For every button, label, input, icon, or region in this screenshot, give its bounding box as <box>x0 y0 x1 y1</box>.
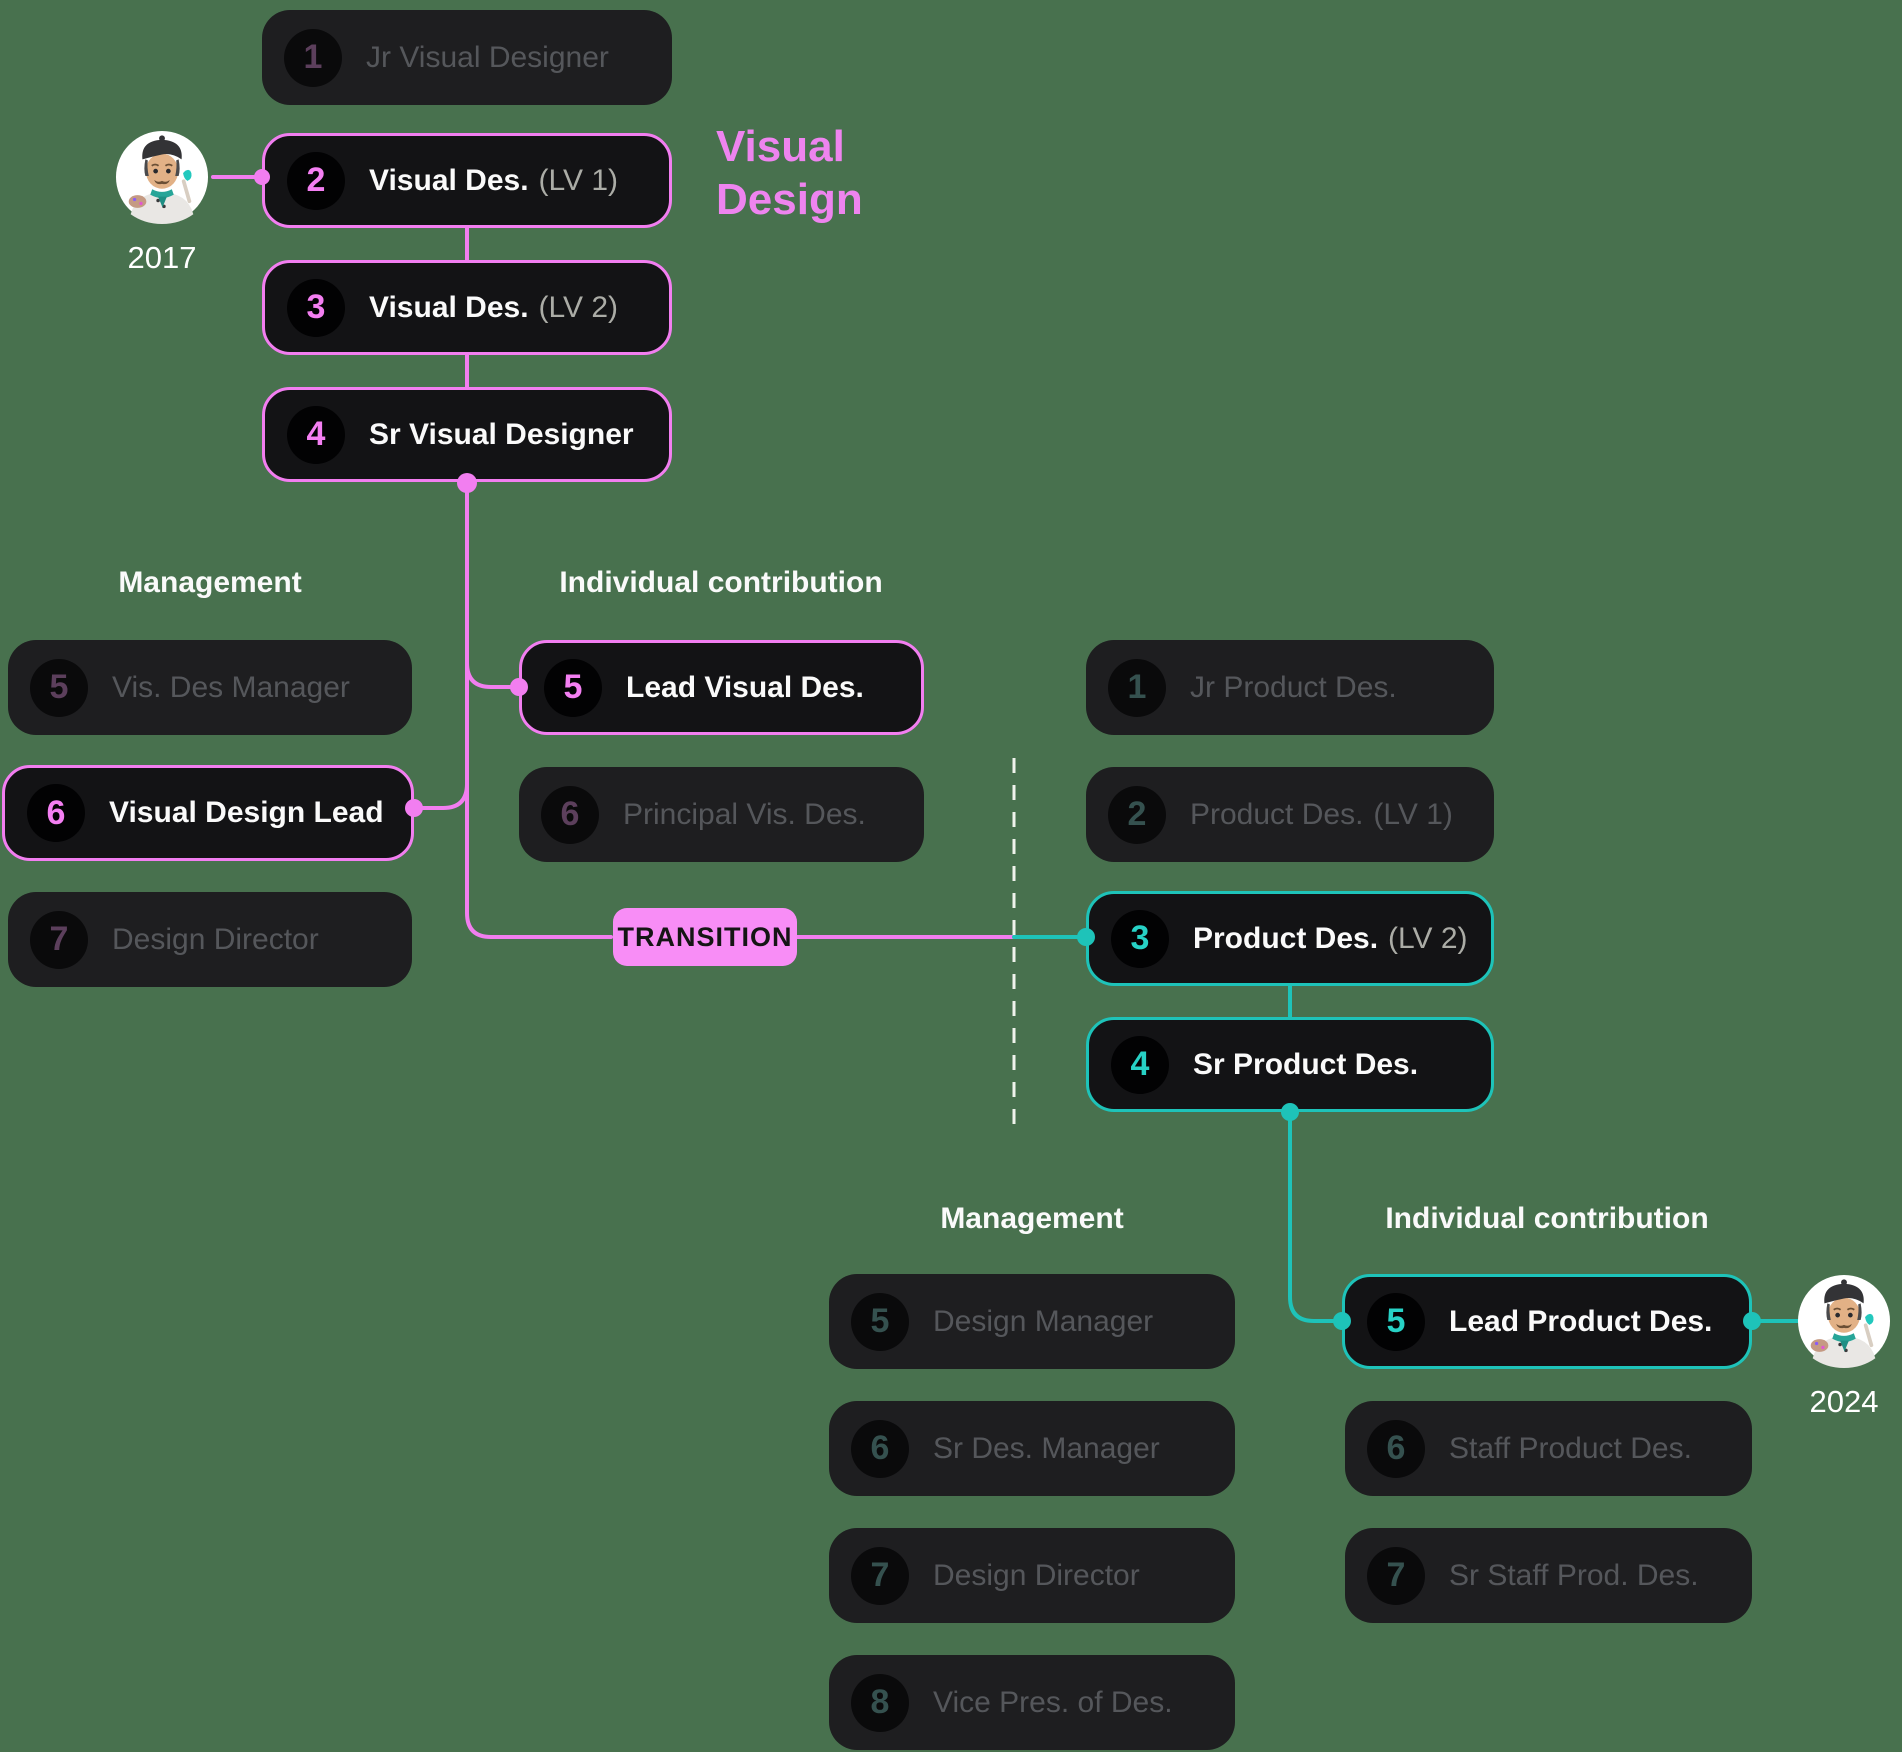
role-label-suffix: (LV 2) <box>1388 921 1468 955</box>
role-box-visual-design-lead: 6 Visual Design Lead <box>2 765 414 861</box>
step-number-badge: 2 <box>1108 785 1166 844</box>
role-label: Lead Visual Des. <box>626 670 864 704</box>
product-ic-header: Individual contribution <box>1385 1202 1709 1235</box>
step-number-badge: 5 <box>30 658 88 717</box>
role-label: Visual Des. <box>369 290 529 324</box>
visual-management-header: Management <box>118 566 302 599</box>
step-number-badge: 7 <box>851 1546 909 1605</box>
role-label: Sr Product Des. <box>1193 1047 1419 1081</box>
artist-avatar-icon <box>1797 1274 1891 1368</box>
step-number-badge: 3 <box>287 278 345 337</box>
role-label-suffix: (LV 2) <box>538 290 619 324</box>
step-number-badge: 4 <box>1111 1035 1169 1094</box>
step-number-badge: 3 <box>1111 909 1169 968</box>
role-label: Principal Vis. Des. <box>623 797 866 831</box>
role-label: Sr Des. Manager <box>933 1431 1160 1465</box>
track-title-line2: Design <box>716 175 863 224</box>
step-number-badge: 6 <box>1367 1419 1425 1478</box>
step-number-badge: 7 <box>1367 1546 1425 1605</box>
role-label: Vice Pres. of Des. <box>933 1685 1173 1719</box>
role-label: Jr Product Des. <box>1190 670 1397 704</box>
teal-connector-paths <box>1012 935 1802 1323</box>
role-label: Sr Visual Designer <box>369 417 634 451</box>
role-box-sr-visual-designer: 4 Sr Visual Designer <box>262 387 672 482</box>
step-number-badge: 7 <box>30 910 88 969</box>
role-label: Lead Product Des. <box>1449 1304 1713 1338</box>
role-box-product-des-lv2: 3 Product Des. (LV 2) <box>1086 891 1494 986</box>
role-box-sr-des-manager: 6 Sr Des. Manager <box>829 1401 1235 1496</box>
role-label-suffix: (LV 1) <box>538 163 619 197</box>
step-number-badge: 5 <box>544 658 602 717</box>
step-number-badge: 5 <box>851 1292 909 1351</box>
visual-ic-header: Individual contribution <box>559 566 883 599</box>
step-number-badge: 2 <box>287 151 345 210</box>
end-year-label: 2024 <box>1809 1384 1879 1419</box>
role-box-design-director-visual: 7 Design Director <box>8 892 412 987</box>
step-number-badge: 6 <box>27 784 85 842</box>
role-label: Staff Product Des. <box>1449 1431 1692 1465</box>
role-label: Jr Visual Designer <box>366 40 609 74</box>
role-label-suffix: (LV 1) <box>1373 797 1453 831</box>
role-box-product-des-lv1: 2 Product Des. (LV 1) <box>1086 767 1494 862</box>
role-box-design-director-product: 7 Design Director <box>829 1528 1235 1623</box>
step-number-badge: 1 <box>1108 658 1166 717</box>
step-number-badge: 4 <box>287 405 345 464</box>
step-number-badge: 6 <box>541 785 599 844</box>
teal-connector-dots <box>1077 928 1761 1330</box>
role-label: Design Director <box>933 1558 1140 1592</box>
role-box-jr-product-des: 1 Jr Product Des. <box>1086 640 1494 735</box>
role-box-design-manager: 5 Design Manager <box>829 1274 1235 1369</box>
role-label: Visual Design Lead <box>109 796 384 829</box>
step-number-badge: 5 <box>1367 1292 1425 1351</box>
role-box-sr-product-des: 4 Sr Product Des. <box>1086 1017 1494 1112</box>
role-label: Product Des. <box>1190 797 1364 831</box>
avatar-2024 <box>1797 1274 1891 1368</box>
role-label: Sr Staff Prod. Des. <box>1449 1558 1699 1592</box>
role-box-visual-des-lv1: 2 Visual Des. (LV 1) <box>262 133 672 228</box>
avatar-2017 <box>115 130 209 224</box>
role-label: Design Manager <box>933 1304 1154 1338</box>
role-box-vis-des-manager: 5 Vis. Des Manager <box>8 640 412 735</box>
role-box-visual-des-lv2: 3 Visual Des. (LV 2) <box>262 260 672 355</box>
role-box-lead-product-des: 5 Lead Product Des. <box>1342 1274 1752 1369</box>
role-label: Visual Des. <box>369 163 529 197</box>
product-management-header: Management <box>940 1202 1124 1235</box>
role-box-jr-visual-designer: 1 Jr Visual Designer <box>262 10 672 105</box>
track-title-visual-design: Visual Design <box>716 120 863 226</box>
role-box-staff-product-des: 6 Staff Product Des. <box>1345 1401 1752 1496</box>
track-title-line1: Visual <box>716 122 845 171</box>
role-label: Design Director <box>112 922 319 956</box>
start-year-label: 2017 <box>127 240 197 275</box>
role-box-vice-pres-of-des: 8 Vice Pres. of Des. <box>829 1655 1235 1750</box>
role-box-sr-staff-prod-des: 7 Sr Staff Prod. Des. <box>1345 1528 1752 1623</box>
step-number-badge: 6 <box>851 1419 909 1478</box>
role-box-lead-visual-des: 5 Lead Visual Des. <box>519 640 924 735</box>
step-number-badge: 8 <box>851 1673 909 1732</box>
artist-avatar-icon <box>115 130 209 224</box>
role-box-principal-vis-des: 6 Principal Vis. Des. <box>519 767 924 862</box>
role-label: Product Des. <box>1193 921 1379 955</box>
step-number-badge: 1 <box>284 28 342 87</box>
transition-badge: TRANSITION <box>613 908 797 966</box>
role-label: Vis. Des Manager <box>112 670 350 704</box>
